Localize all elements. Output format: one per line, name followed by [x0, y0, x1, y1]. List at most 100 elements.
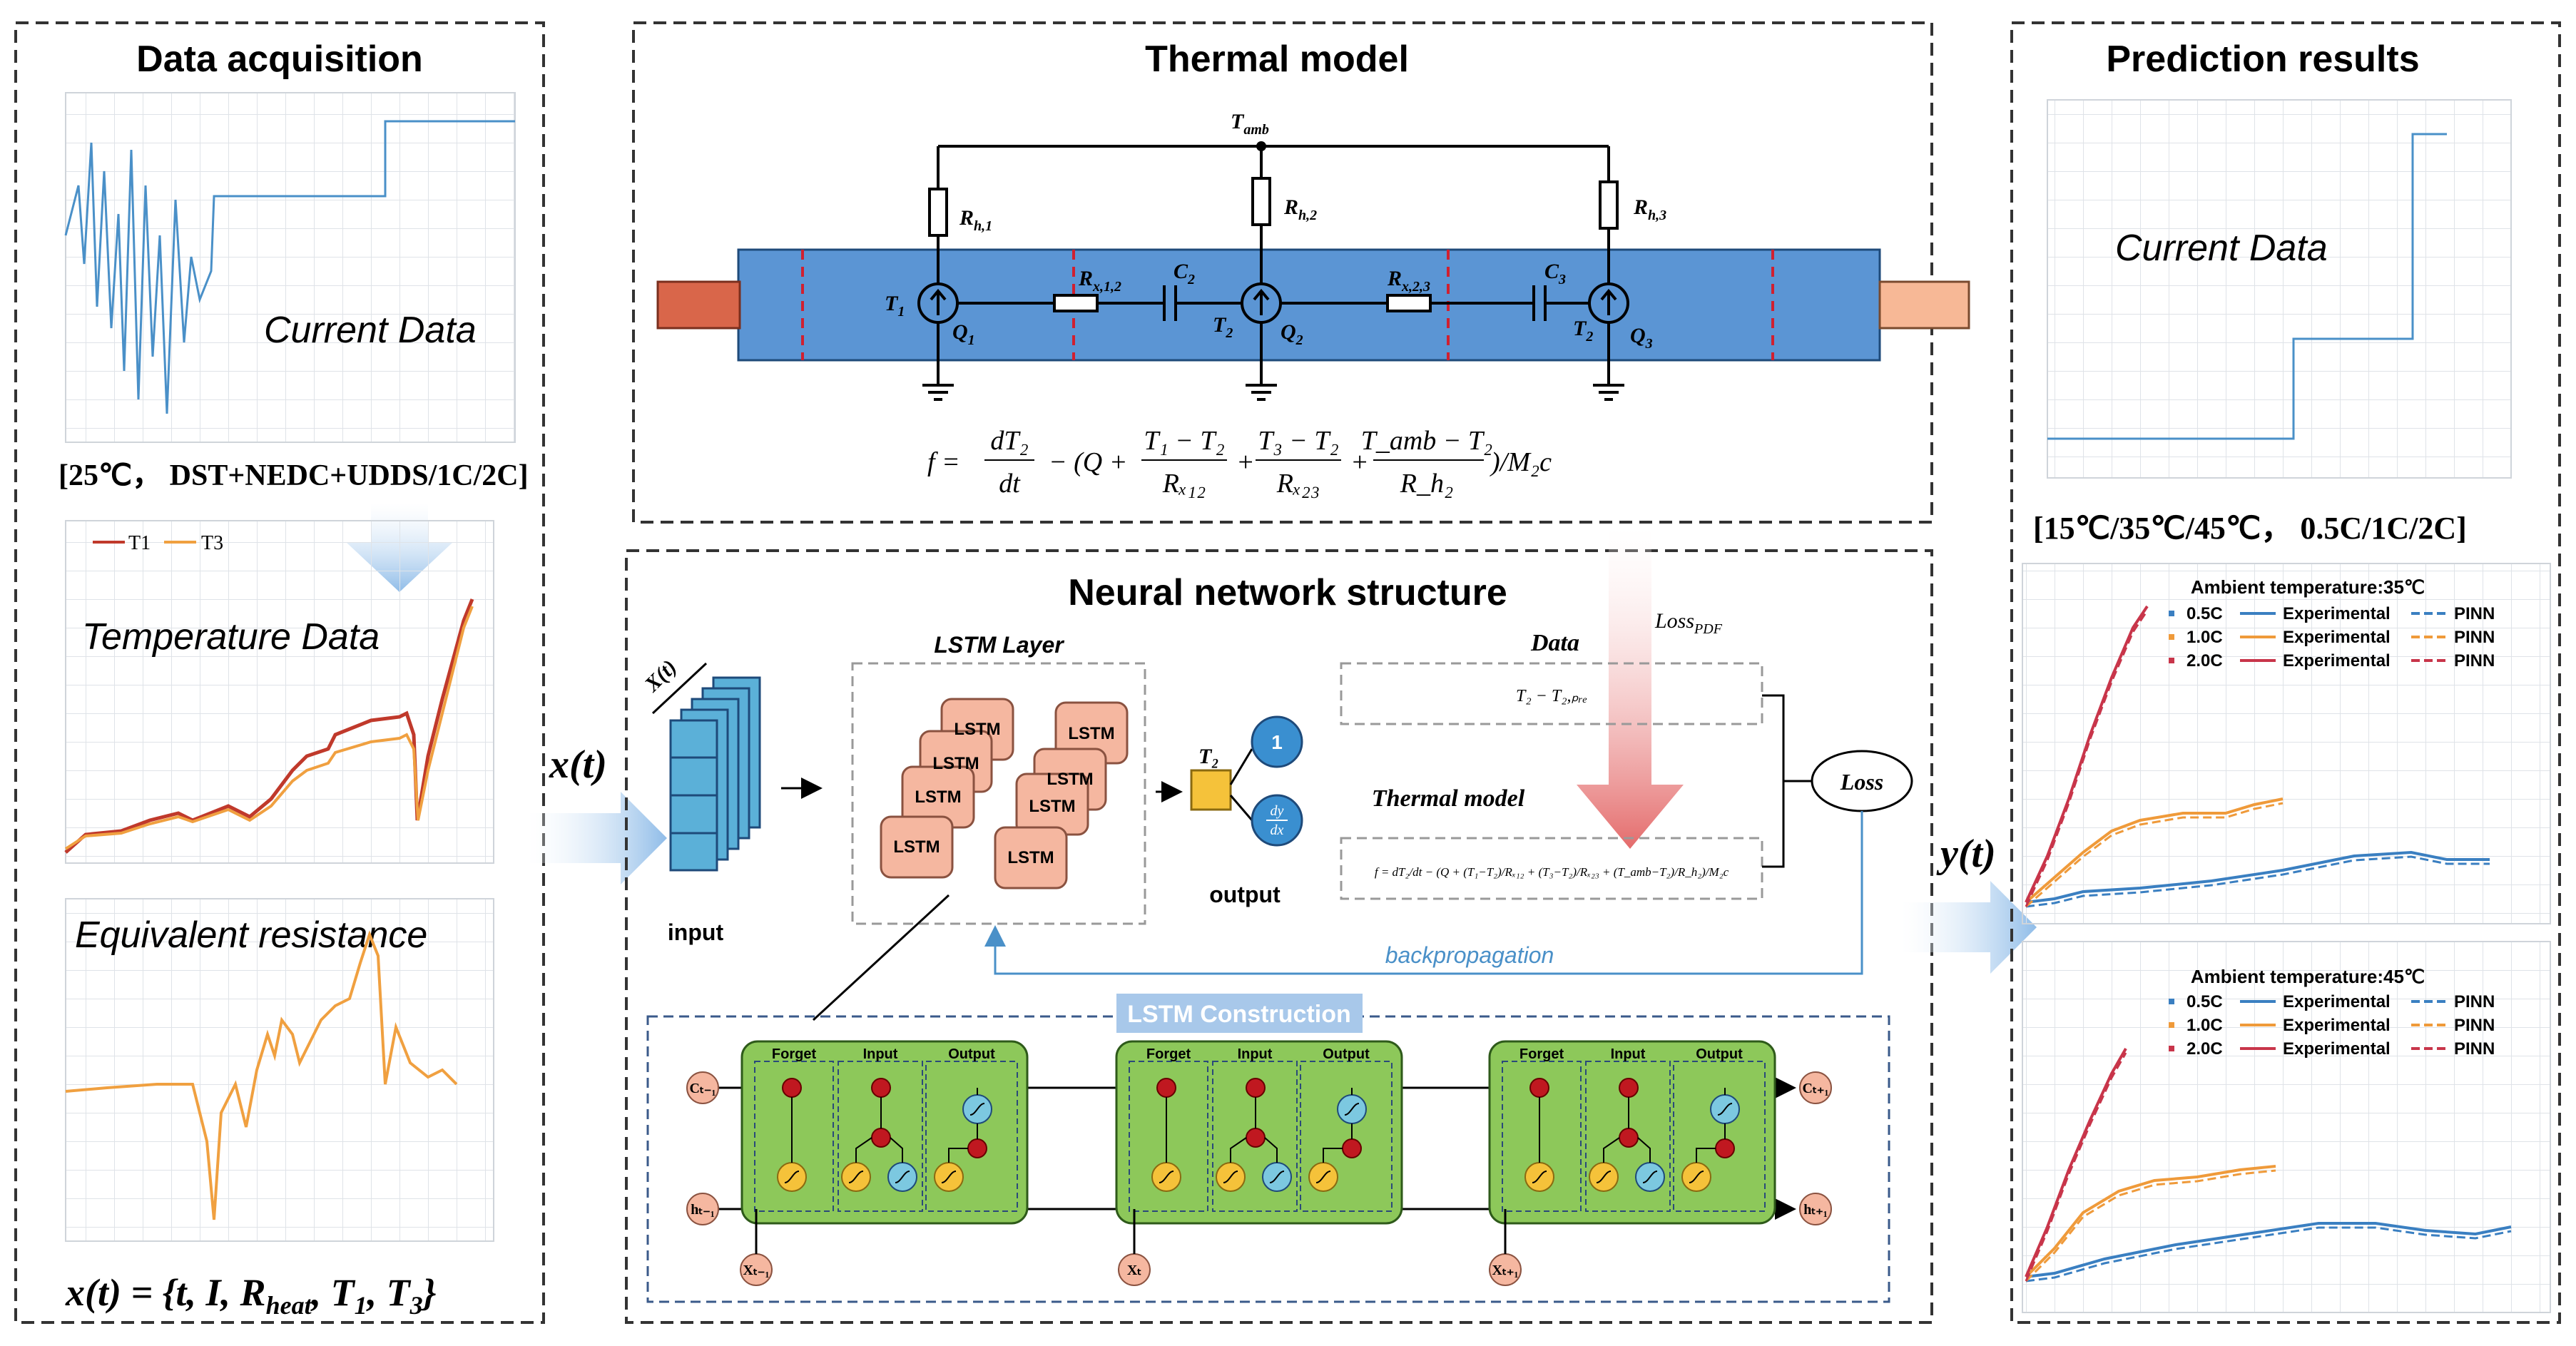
svg-text:Xₜ₋₁: Xₜ₋₁ — [743, 1263, 770, 1278]
experimental-curve — [2025, 797, 2284, 904]
gate-label-input: Input — [1611, 1046, 1646, 1062]
input-label: input — [668, 919, 724, 945]
chart-35-title: Ambient temperature:35℃ — [2191, 576, 2425, 598]
legend-experimental: Experimental — [2283, 651, 2391, 671]
data-loss-box — [1340, 662, 1763, 725]
loss-pde-label: LossPDF — [1654, 609, 1723, 637]
backprop-label: backpropagation — [1385, 942, 1554, 968]
legend-experimental: Experimental — [2283, 1016, 2391, 1035]
node1-q: Q1 — [952, 320, 975, 348]
t1-trace — [64, 598, 474, 854]
ground-icon — [922, 384, 954, 401]
svg-text:Cₜ₊₁: Cₜ₊₁ — [1803, 1081, 1829, 1096]
multiply-node-icon — [782, 1078, 802, 1098]
pinn-curve — [2025, 855, 2490, 908]
svg-text:T_amb − T₂: T_amb − T₂ — [1361, 426, 1493, 456]
experimental-curve — [2025, 850, 2490, 904]
svg-text:Xₜ₊₁: Xₜ₊₁ — [1492, 1263, 1519, 1278]
node1-t: T1 — [885, 292, 905, 320]
legend-pinn: PINN — [2454, 651, 2495, 671]
data-acquisition-title: Data acquisition — [136, 39, 423, 80]
multiply-node-icon — [1619, 1128, 1639, 1148]
positive-terminal — [1878, 280, 1970, 330]
t3-trace — [64, 606, 474, 850]
current-data-chart: Current Data — [64, 92, 516, 443]
legend-rate: 0.5C — [2186, 604, 2223, 623]
svg-text:LSTM: LSTM — [932, 754, 979, 773]
physics-label: Thermal model — [1372, 785, 1525, 812]
multiply-node-icon — [871, 1128, 891, 1148]
pinn-curve — [2025, 1226, 2512, 1283]
svg-text:T₃ − T₂: T₃ − T₂ — [1258, 426, 1338, 456]
rx12-label: Rx,1,2 — [1078, 267, 1121, 295]
svg-text:f =: f = — [927, 447, 960, 477]
negative-terminal — [656, 280, 741, 330]
ground-icon — [1246, 384, 1277, 401]
legend-rate: 0.5C — [2186, 992, 2223, 1011]
legend-rate: 1.0C — [2186, 1016, 2223, 1035]
thermal-equation: f = dT₂ dt − (Q + T₁ − T₂ Rₓ₁₂ + T₃ − T₂… — [927, 426, 1552, 499]
svg-text:Xₜ: Xₜ — [1127, 1263, 1141, 1278]
input-vector-label: X(t) — [640, 656, 681, 697]
gate-label-output: Output — [1696, 1046, 1743, 1062]
identity-node — [1251, 715, 1303, 768]
output-var: T₂ — [1198, 745, 1219, 768]
node3-t: T2 — [1573, 317, 1593, 345]
multiply-node-icon — [967, 1138, 987, 1158]
loss-label: Loss — [1840, 769, 1883, 795]
svg-text:LSTM: LSTM — [1047, 770, 1093, 789]
pinn-curve — [2025, 1169, 2276, 1283]
heat-source-icon — [917, 282, 959, 324]
x-of-t-label: x(t) — [549, 743, 607, 787]
legend-experimental: Experimental — [2283, 1039, 2391, 1059]
svg-text:LSTM: LSTM — [915, 787, 961, 807]
svg-text:LSTM: LSTM — [954, 720, 1000, 739]
multiply-node-icon — [871, 1078, 891, 1098]
svg-text:dy: dy — [1271, 803, 1284, 819]
data-acquisition-panel — [14, 21, 545, 1324]
multiply-node-icon — [1342, 1138, 1362, 1158]
lstm-layer-label: LSTM Layer — [934, 632, 1064, 658]
physics-loss-box — [1340, 837, 1763, 900]
thermal-model-title: Thermal model — [1145, 39, 1409, 80]
multiply-node-icon — [1246, 1078, 1266, 1098]
output-label: output — [1209, 882, 1281, 907]
node3-q: Q3 — [1630, 324, 1653, 352]
physics-equation: f = dT₂/dt − (Q + (T₁−T₂)/Rₓ₁₂ + (T₃−T₂)… — [1375, 865, 1729, 879]
c3-label: C3 — [1544, 260, 1566, 287]
gate-label-forget: Forget — [1146, 1046, 1191, 1062]
legend-experimental: Experimental — [2283, 604, 2391, 623]
chart-35: Ambient temperature:35℃ 0.5C Experimental… — [2022, 563, 2551, 924]
pinn-curve — [2025, 1052, 2127, 1282]
battery-body — [737, 248, 1881, 362]
legend-pinn: PINN — [2454, 628, 2495, 647]
svg-text:LSTM: LSTM — [1068, 724, 1114, 743]
experimental-curve — [2025, 1165, 2276, 1278]
data-label: Data — [1530, 630, 1579, 656]
svg-text:LSTM: LSTM — [1029, 797, 1075, 816]
svg-text:dt: dt — [999, 469, 1021, 499]
gate-label-output: Output — [1323, 1046, 1370, 1062]
resistance-trace — [65, 930, 458, 1220]
rx23-label: Rx,2,3 — [1387, 267, 1430, 295]
multiply-node-icon — [1715, 1138, 1735, 1158]
node2-t: T2 — [1213, 313, 1233, 341]
multiply-node-icon — [1156, 1078, 1176, 1098]
legend-rate: 2.0C — [2186, 1039, 2223, 1059]
gate-label-input: Input — [1238, 1046, 1273, 1062]
svg-text:T₁ − T₂: T₁ − T₂ — [1144, 426, 1224, 456]
svg-text:)/M₂c: )/M₂c — [1490, 447, 1552, 477]
gate-label-forget: Forget — [1519, 1046, 1564, 1062]
multiply-node-icon — [1246, 1128, 1266, 1148]
input-stack: X(t) input — [640, 656, 761, 945]
input-formula: x(t) = {t, I, Rheat, T1, T3} — [65, 1271, 437, 1320]
prediction-title: Prediction results — [2106, 39, 2419, 80]
experimental-curve — [2025, 1048, 2127, 1278]
rh2-label: Rh,2 — [1283, 195, 1317, 223]
neural-network-title: Neural network structure — [1068, 572, 1507, 613]
t-amb-label: Tamb — [1231, 110, 1269, 138]
legend-rate: 2.0C — [2186, 651, 2223, 671]
multiply-node-icon — [1619, 1078, 1639, 1098]
input-arrow — [528, 792, 667, 884]
